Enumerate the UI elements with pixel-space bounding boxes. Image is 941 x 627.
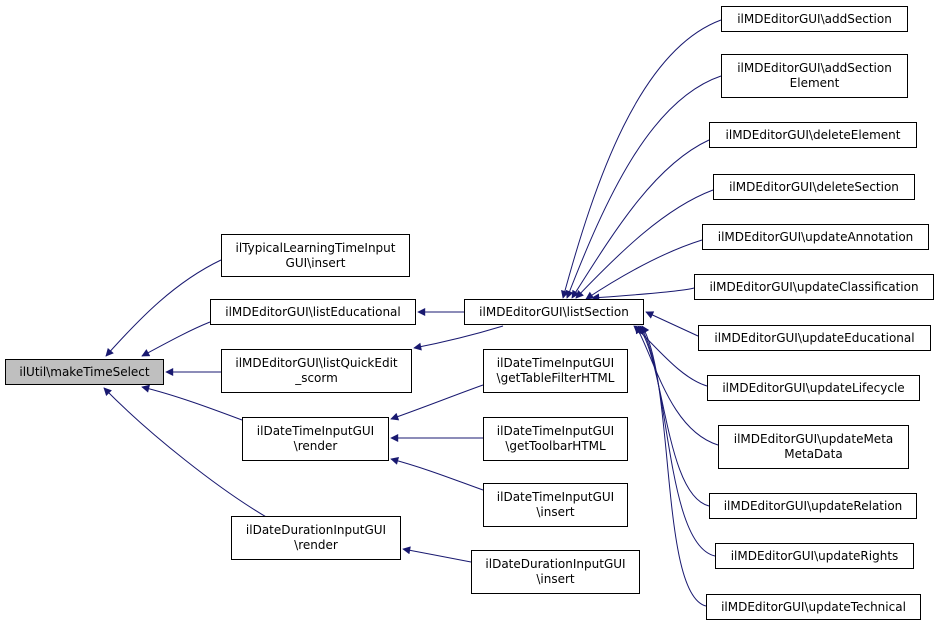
- node-list-section[interactable]: ilMDEditorGUI\listSection: [464, 299, 644, 325]
- edge-dt-insert-to-dt-render: [390, 456, 484, 491]
- edge-typical-to-root: [105, 259, 222, 357]
- node-label-line-1: ilMDEditorGUI\listQuickEdit: [235, 356, 398, 370]
- node-label-line-1: ilMDEditorGUI\updateClassification: [709, 279, 919, 294]
- node-label-line-1: ilMDEditorGUI\updateRights: [730, 548, 899, 563]
- node-label-line-1: ilTypicalLearningTimeInput: [235, 240, 396, 255]
- node-date-time-get-table-filter-html[interactable]: ilDateTimeInputGUI \getTableFilterHTML: [483, 349, 628, 393]
- edge-add-section-element-to-list-section: [565, 75, 722, 299]
- node-label-line-1: ilUtil\makeTimeSelect: [19, 364, 150, 379]
- edge-dd-insert-to-dd-render: [402, 546, 472, 563]
- node-label-line-2: MetaData: [784, 447, 843, 461]
- edge-add-section-to-list-section: [561, 19, 722, 299]
- node-label-line-2: Element: [789, 76, 840, 90]
- node-label-line-1: ilMDEditorGUI\updateMeta: [733, 432, 894, 446]
- edge-update-relation-to-list-section: [637, 325, 710, 507]
- node-add-section[interactable]: ilMDEditorGUI\addSection: [721, 6, 908, 32]
- edge-delete-section-to-list-section: [575, 189, 714, 299]
- node-label-line-1: ilMDEditorGUI\addSection: [737, 61, 892, 75]
- edge-dd-render-to-root: [103, 387, 269, 519]
- edge-update-meta-to-list-section: [635, 325, 719, 446]
- edge-table-filter-to-dt-render: [390, 384, 484, 421]
- node-label-line-1: ilMDEditorGUI\listEducational: [225, 304, 401, 319]
- edge-list-educational-to-root: [141, 321, 211, 357]
- node-label-line-1: ilDateDurationInputGUI: [245, 523, 387, 537]
- node-date-time-insert[interactable]: ilDateTimeInputGUI \insert: [483, 483, 628, 527]
- node-label-line-1: ilMDEditorGUI\addSection: [737, 11, 892, 26]
- node-delete-element[interactable]: ilMDEditorGUI\deleteElement: [709, 122, 917, 148]
- node-label-line-1: ilMDEditorGUI\deleteElement: [725, 127, 901, 142]
- edge-dt-render-to-root: [141, 384, 243, 421]
- edge-update-technical-to-list-section: [641, 325, 707, 607]
- node-date-time-get-toolbar-html[interactable]: ilDateTimeInputGUI \getToolbarHTML: [483, 417, 628, 461]
- node-date-duration-render[interactable]: ilDateDurationInputGUI \render: [231, 516, 401, 560]
- node-label-line-2: \insert: [536, 505, 575, 519]
- node-label-line-1: ilDateTimeInputGUI: [256, 424, 375, 438]
- node-label-line-1: ilDateTimeInputGUI: [496, 424, 615, 438]
- node-label-line-2: \getTableFilterHTML: [496, 371, 615, 385]
- edge-update-rights-to-list-section: [639, 325, 716, 557]
- edge-update-annotation-to-list-section: [585, 239, 703, 300]
- node-label-line-2: _scorm: [295, 371, 338, 385]
- node-label-line-1: ilMDEditorGUI\deleteSection: [729, 179, 899, 194]
- node-label-line-2: GUI\insert: [285, 255, 346, 270]
- node-label-line-2: \getToolbarHTML: [505, 439, 606, 453]
- node-date-time-render[interactable]: ilDateTimeInputGUI \render: [242, 417, 389, 461]
- node-update-classification[interactable]: ilMDEditorGUI\updateClassification: [694, 274, 934, 300]
- node-label-line-1: ilDateTimeInputGUI: [496, 356, 615, 370]
- node-root-make-time-select: ilUtil\makeTimeSelect: [5, 359, 164, 385]
- node-list-quick-edit-scorm[interactable]: ilMDEditorGUI\listQuickEdit _scorm: [221, 349, 412, 393]
- node-update-technical[interactable]: ilMDEditorGUI\updateTechnical: [706, 594, 921, 620]
- node-label-line-1: ilMDEditorGUI\listSection: [479, 304, 629, 319]
- edge-list-section-to-quick-edit: [413, 325, 504, 351]
- node-label-line-1: ilDateDurationInputGUI: [485, 557, 626, 571]
- node-label-line-1: ilMDEditorGUI\updateRelation: [723, 498, 903, 513]
- edge-delete-element-to-list-section: [571, 139, 710, 299]
- node-label-line-2: \render: [293, 439, 338, 453]
- node-update-relation[interactable]: ilMDEditorGUI\updateRelation: [709, 493, 917, 519]
- node-label-line-1: ilMDEditorGUI\updateLifecycle: [722, 380, 905, 395]
- node-label-line-1: ilMDEditorGUI\updateTechnical: [721, 599, 906, 614]
- node-label-line-1: ilMDEditorGUI\updateEducational: [714, 330, 915, 345]
- node-label-line-1: ilMDEditorGUI\updateAnnotation: [717, 229, 914, 244]
- node-date-duration-insert[interactable]: ilDateDurationInputGUI \insert: [471, 550, 640, 594]
- edge-update-classification-to-list-section: [591, 287, 695, 302]
- node-delete-section[interactable]: ilMDEditorGUI\deleteSection: [713, 174, 915, 200]
- node-update-rights[interactable]: ilMDEditorGUI\updateRights: [715, 543, 914, 569]
- node-list-educational[interactable]: ilMDEditorGUI\listEducational: [210, 299, 416, 325]
- node-update-annotation[interactable]: ilMDEditorGUI\updateAnnotation: [702, 224, 929, 250]
- node-label-line-2: \render: [294, 538, 338, 552]
- node-update-lifecycle[interactable]: ilMDEditorGUI\updateLifecycle: [707, 375, 920, 401]
- node-typical-learning-time-insert[interactable]: ilTypicalLearningTimeInput GUI\insert: [221, 234, 410, 277]
- node-add-section-element[interactable]: ilMDEditorGUI\addSection Element: [721, 54, 908, 98]
- node-update-meta-metadata[interactable]: ilMDEditorGUI\updateMeta MetaData: [718, 425, 909, 469]
- node-label-line-1: ilDateTimeInputGUI: [496, 490, 615, 504]
- node-update-educational[interactable]: ilMDEditorGUI\updateEducational: [698, 325, 931, 351]
- node-label-line-2: \insert: [536, 572, 575, 586]
- edge-update-educational-to-list-section: [645, 311, 699, 337]
